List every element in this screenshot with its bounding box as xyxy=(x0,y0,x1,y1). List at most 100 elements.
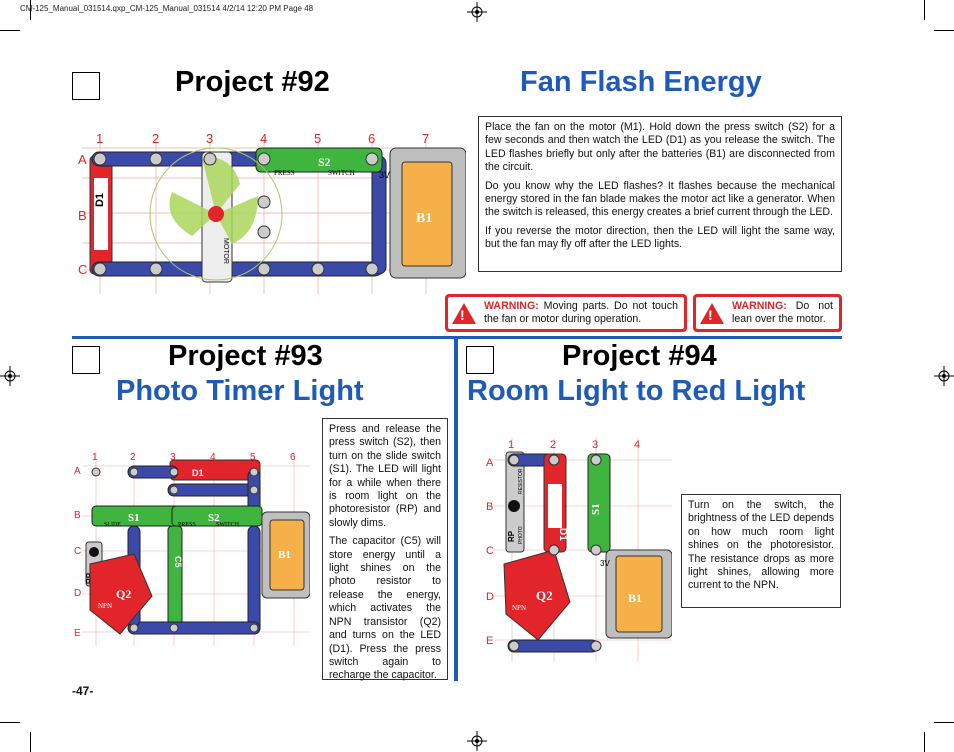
crop-mark xyxy=(924,0,925,20)
project92-checkbox[interactable] xyxy=(72,72,100,100)
project94-circuit-diagram: 1 2 3 4 A B C D E RP RESISTOR PHOTO D1 S1 Q2 NP… xyxy=(482,434,672,662)
svg-text:E: E xyxy=(486,635,493,647)
3v-label: 3V xyxy=(600,559,610,568)
crop-mark xyxy=(0,722,20,723)
warning-moving-parts: ! WARNING: Moving parts. Do not touch th… xyxy=(445,294,687,332)
svg-text:D: D xyxy=(486,591,494,603)
npn-label: NPN xyxy=(98,602,112,610)
resistor-label: RESISTOR xyxy=(518,468,524,494)
registration-mark-icon xyxy=(467,731,487,751)
project92-paragraph: If you reverse the motor direction, then… xyxy=(485,224,835,251)
switch-label: SWITCH xyxy=(216,522,240,528)
file-header: CM-125_Manual_031514.qxp_CM-125_Manual_0… xyxy=(20,4,314,13)
motor-label: MOTOR xyxy=(222,238,229,264)
photo-label: PHOTO xyxy=(518,526,524,544)
svg-text:6: 6 xyxy=(290,452,296,463)
svg-text:C: C xyxy=(486,545,494,557)
warning-label: WARNING: xyxy=(484,300,539,312)
svg-text:3: 3 xyxy=(170,452,176,463)
warning-text: Do not lean over the motor. xyxy=(732,300,833,325)
project92-instructions: Place the fan on the motor (M1). Hold do… xyxy=(478,116,842,272)
registration-mark-icon xyxy=(934,366,954,386)
rp-label: RP xyxy=(507,530,516,542)
project94-subtitle: Room Light to Red Light xyxy=(467,375,806,407)
registration-mark-icon xyxy=(467,2,487,22)
svg-text:D: D xyxy=(74,588,81,599)
project94-paragraph: Turn on the switch, the brightness of th… xyxy=(688,499,834,592)
project92-title: Project #92 xyxy=(175,66,330,98)
crop-mark xyxy=(0,30,20,31)
project93-instructions: Press and release the press switch (S2),… xyxy=(322,418,448,682)
svg-text:A: A xyxy=(486,457,494,469)
b1-label: B1 xyxy=(416,211,432,226)
s2-label: S2 xyxy=(318,155,331,169)
project94-title: Project #94 xyxy=(562,340,717,372)
grid-row-label: B xyxy=(78,208,87,223)
svg-text:B: B xyxy=(74,510,81,521)
column-divider xyxy=(454,339,458,681)
press-label: PRESS xyxy=(178,522,196,528)
project93-paragraph: The capacitor (C5) will store energy unt… xyxy=(329,535,441,682)
warning-label: WARNING: xyxy=(732,300,787,312)
warning-text: Moving parts. Do not touch the fan or mo… xyxy=(484,300,678,325)
project92-paragraph: Place the fan on the motor (M1). Hold do… xyxy=(485,121,835,174)
grid-col-label: 6 xyxy=(368,131,375,146)
grid-row-label: A xyxy=(78,152,87,167)
project94-instructions: Turn on the switch, the brightness of th… xyxy=(681,494,841,608)
d1-label: D1 xyxy=(192,468,204,478)
s2-label: S2 xyxy=(208,512,220,524)
svg-text:1: 1 xyxy=(92,452,98,463)
grid-col-label: 5 xyxy=(314,131,321,146)
s1-label: S1 xyxy=(590,503,602,515)
grid-col-label: 3 xyxy=(206,131,213,146)
svg-text:E: E xyxy=(74,628,81,639)
grid-col-label: 1 xyxy=(96,131,103,146)
3v-label: 3V xyxy=(379,170,390,180)
page-number: -47- xyxy=(72,684,94,698)
project92-paragraph: Do you know why the LED flashes? It flas… xyxy=(485,179,835,219)
npn-label: NPN xyxy=(512,604,526,612)
crop-mark xyxy=(934,30,954,31)
project92-circuit-diagram: 1 2 3 4 5 6 7 A B C D1 S2 PRESS SWITCH M… xyxy=(72,128,466,294)
warning-lean-over: ! WARNING: Do not lean over the motor. xyxy=(693,294,842,332)
svg-text:2: 2 xyxy=(550,439,556,451)
s1-label: S1 xyxy=(128,512,140,524)
b1-label: B1 xyxy=(628,591,642,605)
registration-mark-icon xyxy=(0,366,20,386)
grid-col-label: 7 xyxy=(422,131,429,146)
svg-text:2: 2 xyxy=(130,452,136,463)
warning-icon: ! xyxy=(700,302,724,324)
crop-mark xyxy=(934,722,954,723)
crop-mark xyxy=(30,0,31,20)
b1-label: B1 xyxy=(278,549,291,561)
c5-label: C5 xyxy=(173,556,183,568)
project93-checkbox[interactable] xyxy=(72,346,100,374)
section-divider xyxy=(72,336,842,339)
svg-text:5: 5 xyxy=(250,452,256,463)
grid-col-label: 2 xyxy=(152,131,159,146)
crop-mark xyxy=(924,732,925,752)
project94-checkbox[interactable] xyxy=(466,346,494,374)
project93-subtitle: Photo Timer Light xyxy=(116,375,364,407)
svg-text:1: 1 xyxy=(508,439,514,451)
q2-label: Q2 xyxy=(116,587,131,601)
grid-col-label: 4 xyxy=(260,131,267,146)
press-label: PRESS xyxy=(274,169,295,177)
d1-label: D1 xyxy=(94,193,106,207)
project92-subtitle: Fan Flash Energy xyxy=(520,66,762,98)
d1-label: D1 xyxy=(557,528,568,541)
svg-text:3: 3 xyxy=(592,439,598,451)
project93-paragraph: Press and release the press switch (S2),… xyxy=(329,423,441,529)
project93-title: Project #93 xyxy=(168,340,323,372)
svg-text:B: B xyxy=(486,501,493,513)
svg-text:C: C xyxy=(74,546,81,557)
warning-icon: ! xyxy=(452,302,476,324)
svg-text:4: 4 xyxy=(210,452,216,463)
grid-row-label: C xyxy=(78,262,87,277)
svg-text:A: A xyxy=(74,466,81,477)
crop-mark xyxy=(30,732,31,752)
switch-label: SWITCH xyxy=(328,169,355,177)
q2-label: Q2 xyxy=(536,588,553,603)
svg-text:4: 4 xyxy=(634,439,640,451)
